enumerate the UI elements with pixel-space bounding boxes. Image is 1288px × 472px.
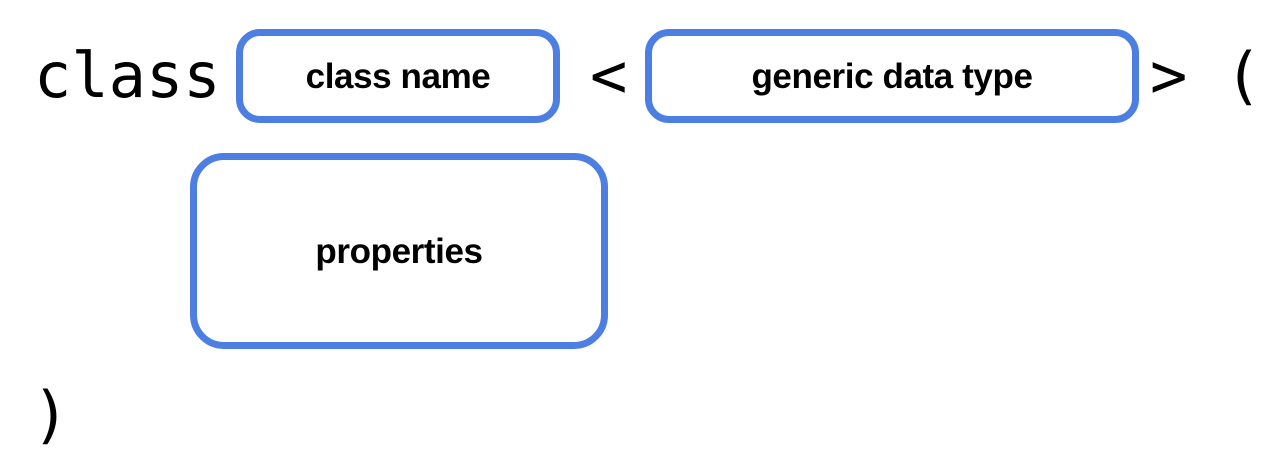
slot-properties[interactable]: properties (190, 153, 608, 349)
slot-properties-label: properties (315, 231, 483, 271)
generic-close-angle-and-open-paren-token: > ( (1150, 39, 1262, 112)
closing-paren-token: ) (32, 378, 70, 451)
keyword-class-token: class (34, 39, 221, 112)
generic-open-angle-token: < (590, 39, 628, 112)
slot-generic-data-type[interactable]: generic data type (645, 29, 1139, 123)
slot-generic-data-type-label: generic data type (751, 56, 1033, 96)
slot-class-name-label: class name (305, 56, 491, 96)
slot-class-name[interactable]: class name (236, 29, 560, 123)
